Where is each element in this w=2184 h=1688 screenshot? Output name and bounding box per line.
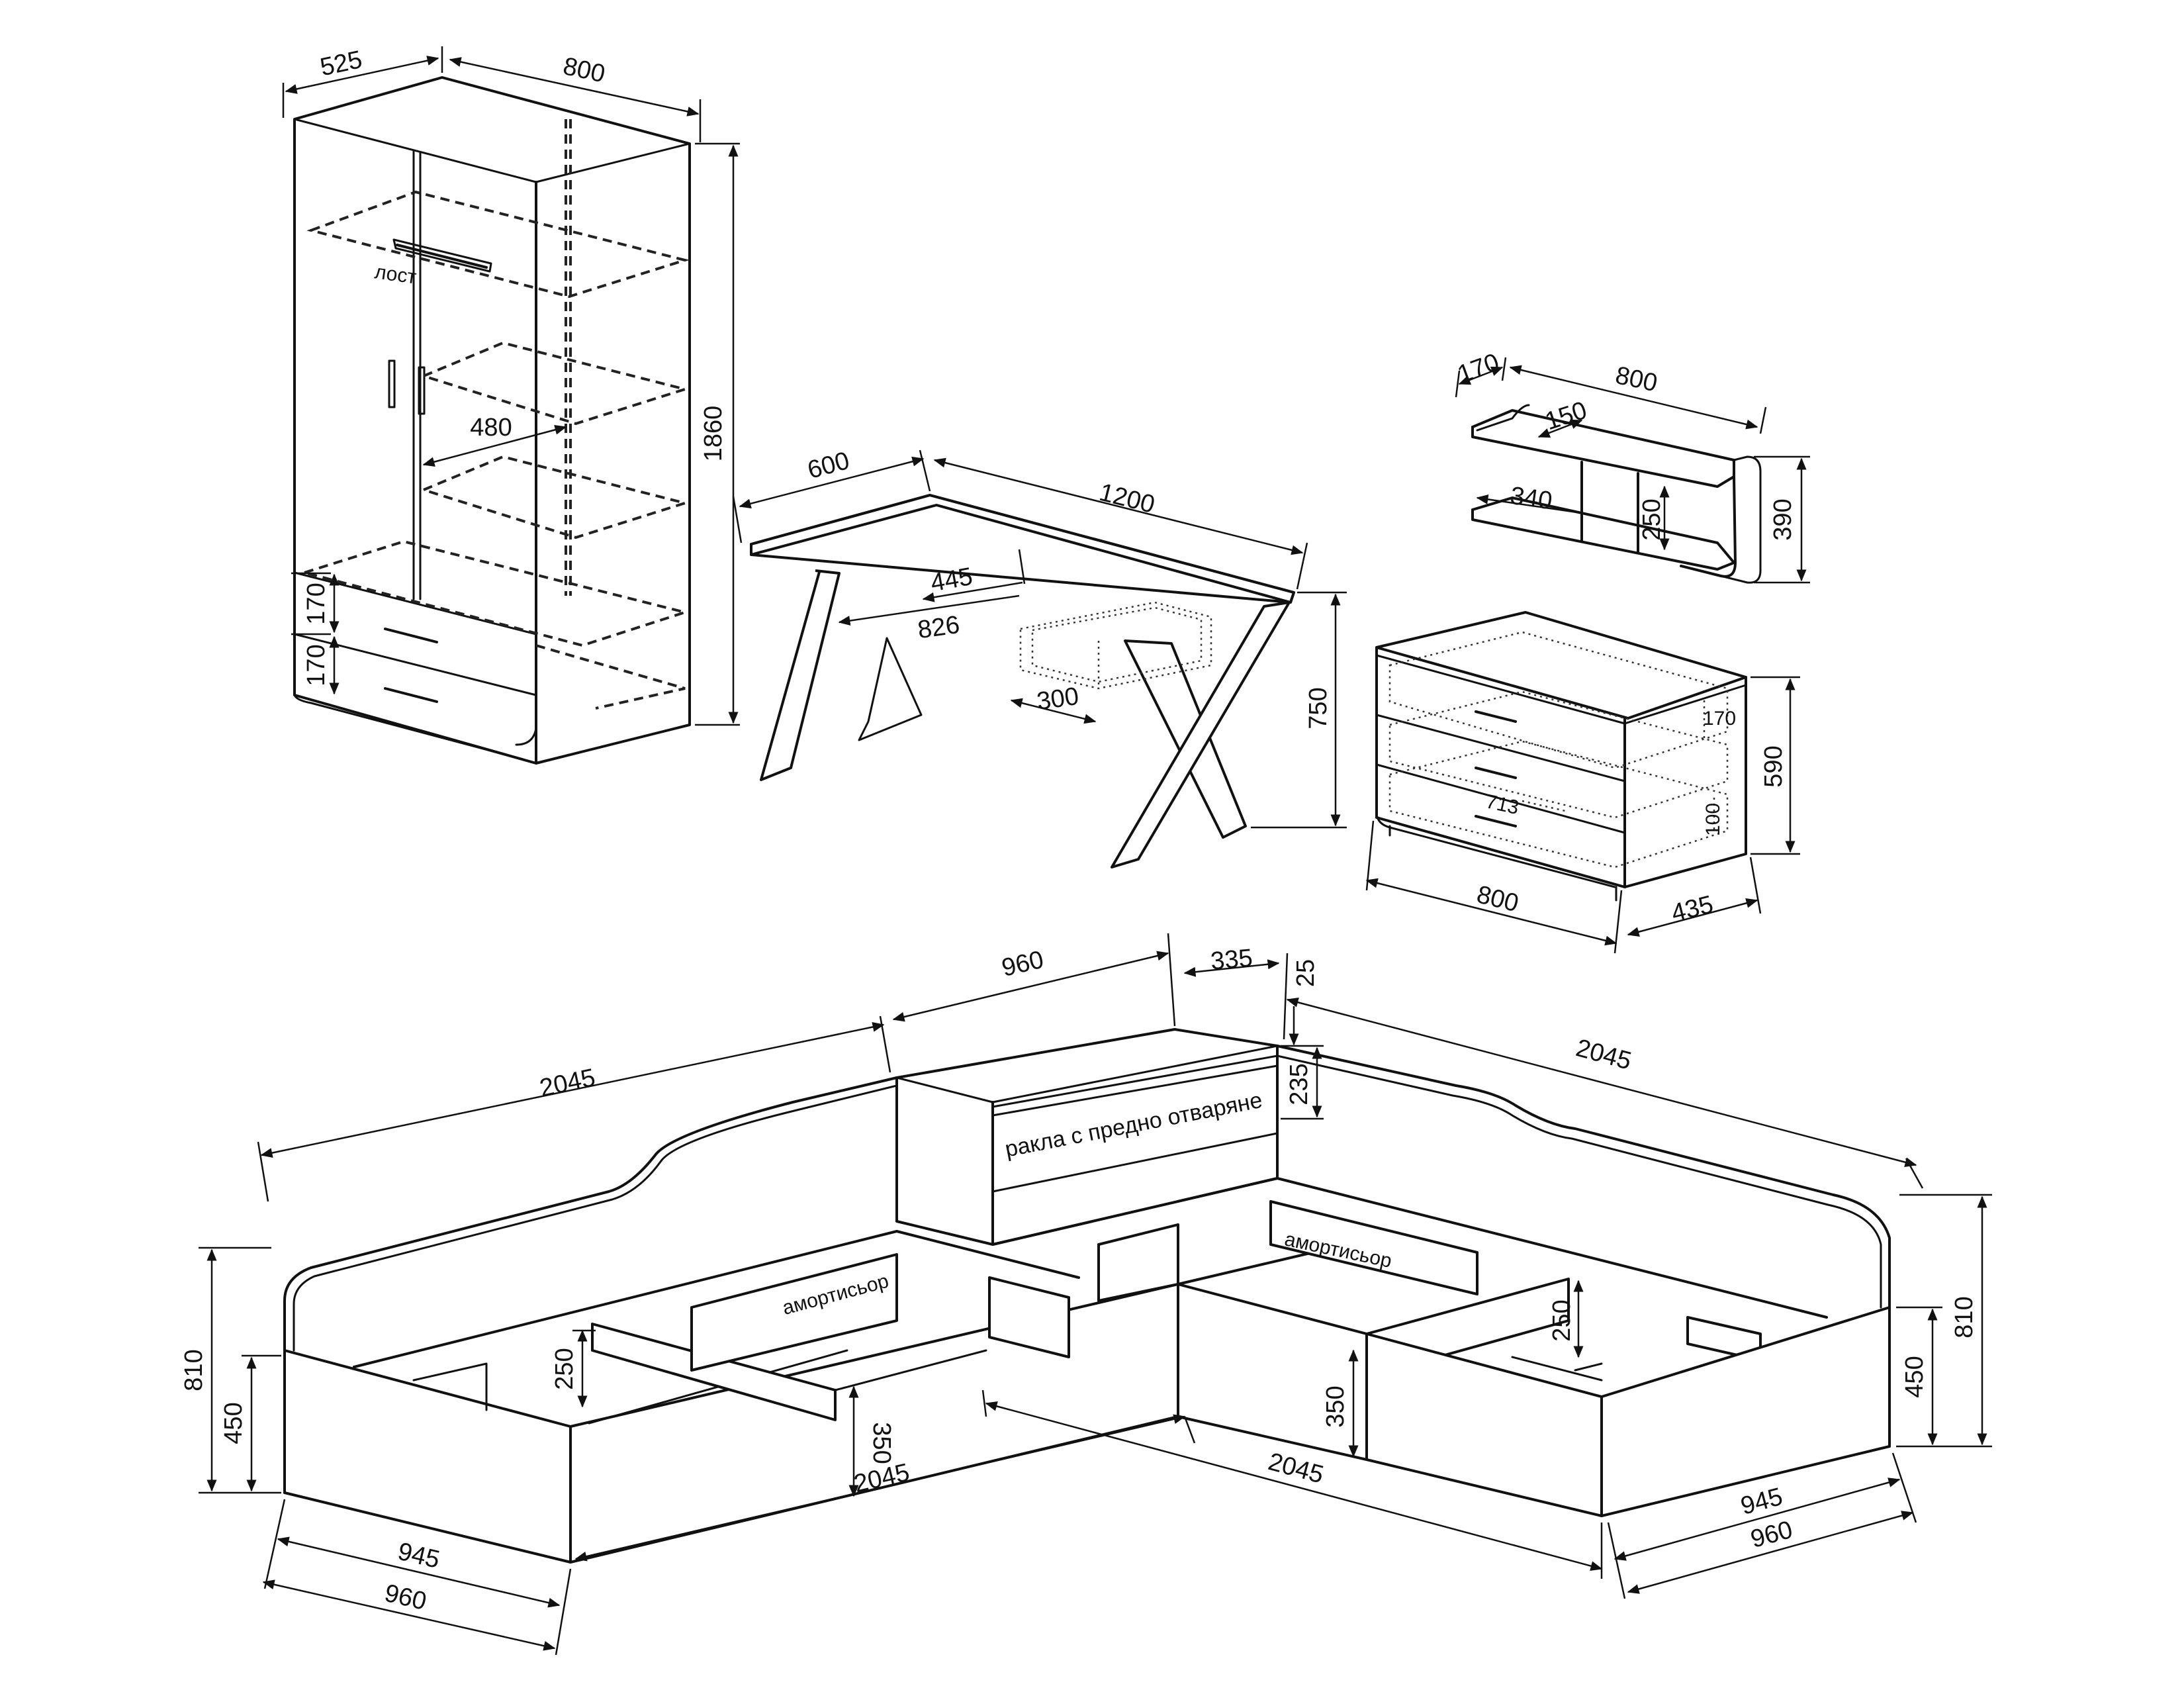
wardrobe-width-dim: 800 bbox=[561, 52, 608, 88]
wardrobe-height-dim: 1860 bbox=[700, 406, 727, 462]
dresser-drawing: 800 435 590 170 713 100 bbox=[1365, 611, 1800, 954]
right-bottom-length-dim: 2045 bbox=[1265, 1448, 1327, 1489]
dresser-width-dim: 800 bbox=[1474, 880, 1522, 917]
right-front-height-dim: 450 bbox=[1901, 1356, 1929, 1397]
wardrobe-rail-label: лост bbox=[373, 261, 418, 289]
left-height-dim: 810 bbox=[180, 1349, 208, 1391]
dresser-depth-dim: 435 bbox=[1668, 890, 1716, 927]
right-divider-dim: 250 bbox=[1548, 1299, 1576, 1341]
chest-front-height-dim: 235 bbox=[1285, 1063, 1313, 1105]
desk-height-dim: 750 bbox=[1304, 687, 1332, 729]
wardrobe-inner-width-dim: 480 bbox=[470, 414, 512, 442]
desk-leg-span-dim: 826 bbox=[916, 611, 962, 644]
shelf-inner-width-dim: 340 bbox=[1508, 482, 1554, 515]
shelf-width-dim: 800 bbox=[1613, 361, 1660, 397]
left-divider-dim: 250 bbox=[551, 1348, 578, 1389]
dresser-height-dim: 590 bbox=[1760, 745, 1788, 787]
wardrobe-drawer-top-dim: 170 bbox=[302, 583, 330, 624]
right-height-dim: 810 bbox=[1950, 1296, 1978, 1338]
top-thickness-dim: 25 bbox=[1292, 959, 1320, 987]
chest-depth-dim: 335 bbox=[1210, 944, 1254, 975]
shelf-depth-dim: 170 bbox=[1454, 348, 1503, 389]
desk-drawing: 600 1200 750 445 826 300 bbox=[732, 447, 1347, 868]
bed-set-drawing: ракла с предно отваряне амортисьор аморт… bbox=[180, 933, 1992, 1656]
desk-drawer-depth-dim: 300 bbox=[1035, 682, 1081, 716]
shelf-height-dim: 390 bbox=[1769, 498, 1797, 540]
right-gap-dim: 350 bbox=[1322, 1385, 1349, 1427]
dresser-drawer-depth-dim: 100 bbox=[1702, 803, 1724, 836]
wardrobe-drawing: 525 800 1860 480 170 170 лост bbox=[282, 46, 740, 765]
left-gap-dim: 350 bbox=[868, 1422, 895, 1464]
wall-shelf-drawing: 170 800 150 340 250 390 bbox=[1454, 348, 1810, 584]
desk-length-dim: 1200 bbox=[1097, 479, 1158, 519]
left-bed-length-dim: 2045 bbox=[537, 1064, 598, 1103]
chest-width-dim: 960 bbox=[999, 946, 1046, 982]
right-inner-width-dim: 945 bbox=[1738, 1483, 1786, 1521]
dresser-drawer-height-dim: 170 bbox=[1703, 708, 1736, 729]
shelf-gap-dim: 250 bbox=[1638, 498, 1666, 540]
wardrobe-drawer-bottom-dim: 170 bbox=[302, 644, 330, 686]
shelf-inner-depth-dim: 150 bbox=[1542, 397, 1590, 436]
right-bed-length-dim: 2045 bbox=[1573, 1034, 1635, 1075]
left-front-height-dim: 450 bbox=[220, 1402, 248, 1444]
dresser-drawer-width-dim: 713 bbox=[1484, 790, 1521, 819]
